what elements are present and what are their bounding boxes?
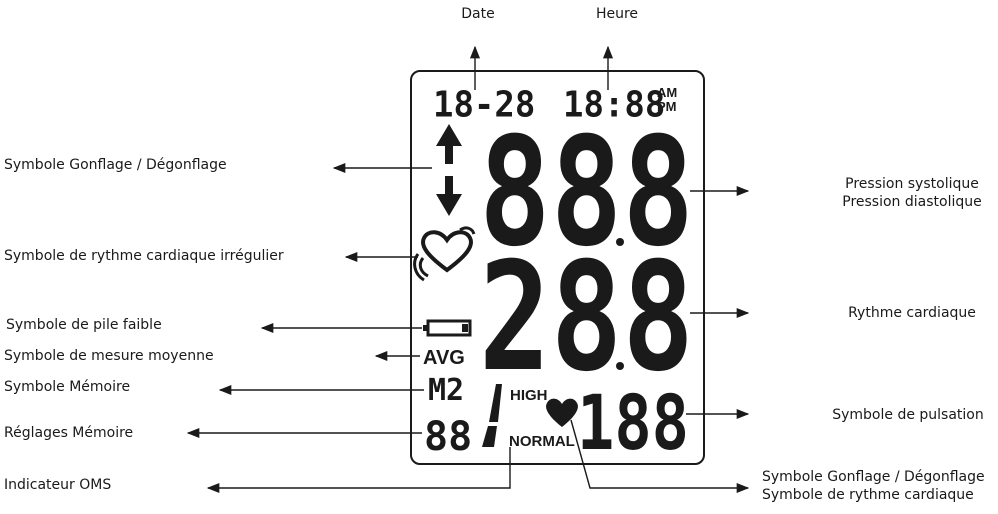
diastolic-label: Pression diastolique [842, 194, 982, 210]
heart-rate-label: Rythme cardiaque [848, 305, 976, 321]
inflate-deflate-label-right: Symbole Gonflage / Dégonflage [762, 469, 985, 485]
am-indicator: AM [657, 85, 677, 100]
memory-settings-readout: 88 [424, 414, 472, 460]
pulse-label: Symbole de pulsation [832, 407, 984, 423]
inflate-deflate-icon [436, 124, 462, 216]
heart-rhythm-pointer [570, 419, 750, 494]
pulse-heart-icon [546, 398, 578, 427]
diastolic-readout: 288 [479, 231, 694, 405]
who-normal-label: NORMAL [509, 433, 575, 450]
systolic-readout: 888 [479, 106, 694, 280]
who-high-label: HIGH [510, 387, 548, 404]
memory-settings-label: Réglages Mémoire [4, 425, 134, 441]
time-label: Heure [595, 6, 639, 22]
irregular-heartbeat-label: Symbole de rythme cardiaque irrégulier [4, 248, 284, 264]
diastolic-decimal-dot [616, 362, 624, 370]
date-label: Date [461, 6, 495, 22]
pulse-readout: 188 [577, 378, 689, 467]
low-battery-label: Symbole de pile faible [6, 317, 162, 333]
lcd-frame [410, 70, 705, 465]
who-indicator-bars [482, 384, 502, 447]
heart-rhythm-label: Symbole de rythme cardiaque [762, 487, 974, 503]
who-pointer [206, 447, 511, 494]
avg-indicator: AVG [423, 347, 465, 369]
connector-lines [186, 45, 750, 494]
systolic-decimal-dot [616, 238, 624, 246]
memory-label: Symbole Mémoire [4, 379, 131, 395]
low-battery-icon [423, 319, 472, 337]
pm-indicator: PM [657, 99, 677, 114]
inflate-deflate-label-left: Symbole Gonflage / Dégonflage [4, 157, 227, 173]
systolic-label: Pression systolique [845, 176, 979, 192]
time-readout: 18:88 [563, 85, 665, 126]
average-label: Symbole de mesure moyenne [4, 348, 214, 364]
date-readout: 18-28 [433, 85, 535, 126]
memory-indicator: M2 [428, 373, 464, 408]
irregular-heartbeat-icon [413, 226, 476, 282]
who-indicator-label: Indicateur OMS [4, 477, 112, 493]
